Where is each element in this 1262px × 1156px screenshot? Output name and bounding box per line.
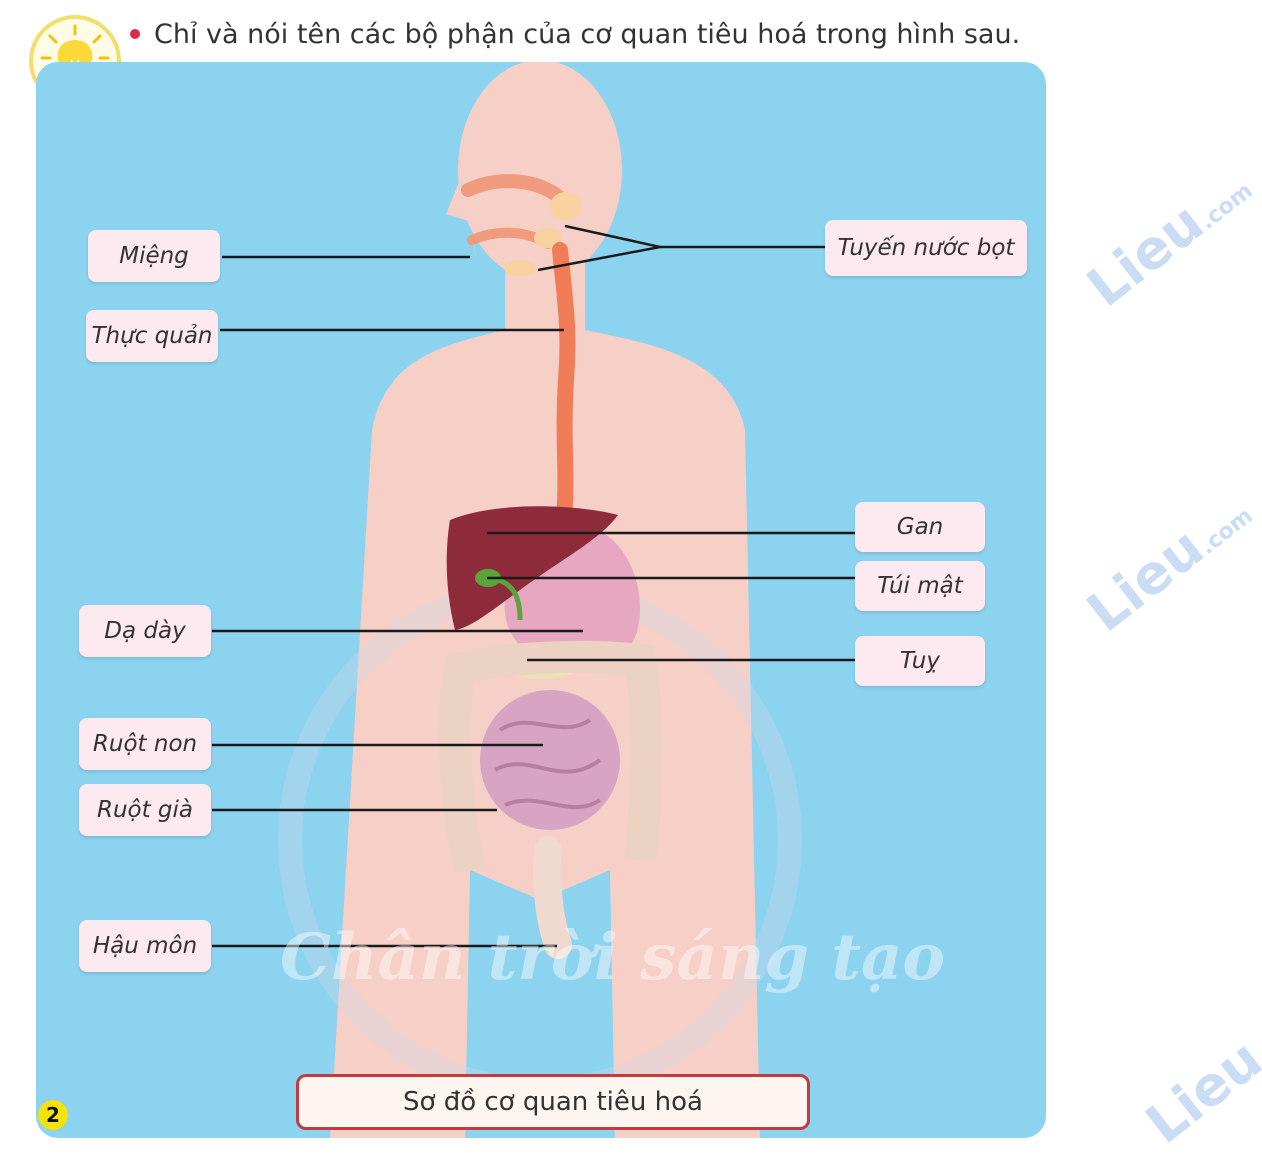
label-tui-mat[interactable]: Túi mật bbox=[855, 561, 985, 611]
diagram-caption: Sơ đồ cơ quan tiêu hoá bbox=[296, 1074, 810, 1130]
bullet-dot bbox=[130, 29, 140, 39]
label-tuyen-nuoc-bot[interactable]: Tuyến nước bọt bbox=[825, 220, 1027, 276]
label-mieng[interactable]: Miệng bbox=[88, 230, 220, 282]
label-gan[interactable]: Gan bbox=[855, 502, 985, 552]
watermark-lieu-3: Lieu bbox=[1134, 1027, 1262, 1155]
watermark-lieu-2: Lieu.com bbox=[1075, 479, 1261, 644]
instruction-label: Chỉ và nói tên các bộ phận của cơ quan t… bbox=[154, 19, 1020, 50]
page-number-badge: 2 bbox=[38, 1100, 68, 1130]
label-hau-mon[interactable]: Hậu môn bbox=[79, 920, 211, 972]
label-ruot-non[interactable]: Ruột non bbox=[79, 718, 211, 770]
label-ruot-gia[interactable]: Ruột già bbox=[79, 784, 211, 836]
watermark-lieu-1: Lieu.com bbox=[1075, 154, 1261, 319]
publisher-watermark: Chân trời sáng tạo bbox=[280, 920, 800, 995]
label-tuy[interactable]: Tuỵ bbox=[855, 636, 985, 686]
label-thuc-quan[interactable]: Thực quản bbox=[86, 310, 218, 362]
label-da-day[interactable]: Dạ dày bbox=[79, 605, 211, 657]
instruction-text: Chỉ và nói tên các bộ phận của cơ quan t… bbox=[130, 14, 1020, 54]
